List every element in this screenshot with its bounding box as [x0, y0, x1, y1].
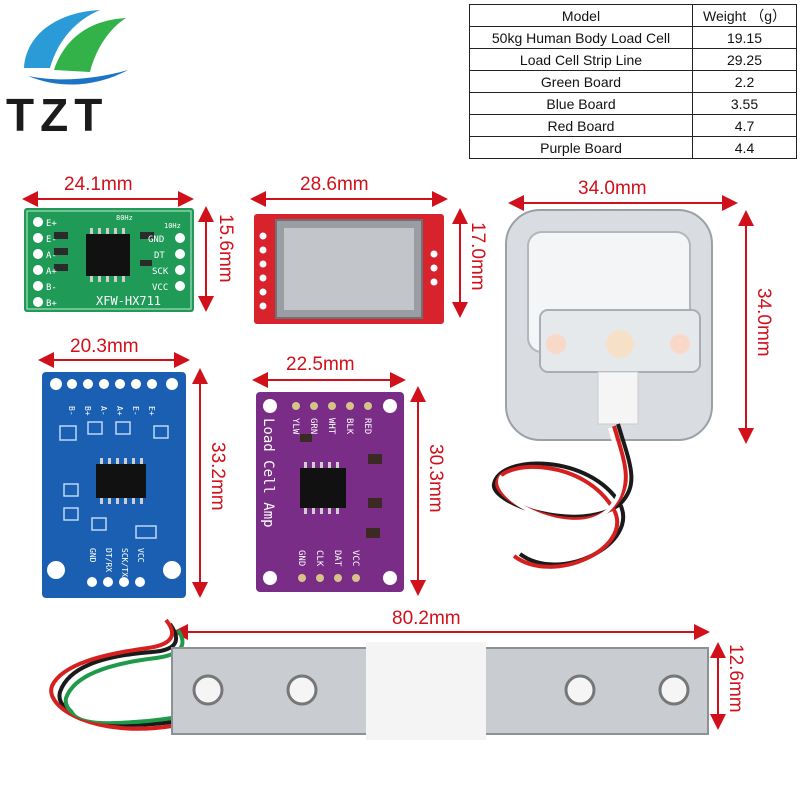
pin-label: SCK	[152, 267, 169, 277]
purple-height-label: 30.3mm	[425, 444, 446, 513]
purple-amp-board: YLW GRN WHT BLK RED GND CLK DAT VCC	[256, 392, 404, 592]
cell-weight: 4.4	[692, 136, 797, 159]
pin-label: GND	[88, 548, 97, 563]
pin-label: DAT	[332, 550, 342, 567]
pin-label: SCK/TX	[120, 548, 129, 577]
cell-weight: 29.25	[692, 48, 797, 71]
pin-label: B-	[67, 406, 76, 416]
pin-label: VCC	[152, 283, 168, 293]
blue-hx711-board: B- B+ A- A+ E- E+ GND DT/RX SCK/TX VCC	[42, 372, 186, 598]
pin-label: DT	[154, 251, 165, 261]
cell-weight: 2.2	[692, 70, 797, 93]
green-height-label: 15.6mm	[215, 214, 236, 283]
pin-label: VCC	[350, 550, 360, 566]
pin-label: DT/RX	[104, 548, 113, 572]
pin-label: B+	[46, 299, 57, 309]
pin-label: CLK	[314, 550, 324, 567]
green-hx711-board: E+ E- A- A+ B- B+ GND DT SCK VCC 80Hz 10Hz	[24, 208, 194, 312]
pin-label: A-	[46, 251, 57, 261]
red-board	[254, 214, 444, 324]
cell-height-label: 34.0mm	[753, 288, 774, 357]
blue-height-label: 33.2mm	[207, 442, 228, 511]
pin-label: A+	[115, 406, 124, 416]
strip-width-label: 80.2mm	[392, 608, 461, 629]
purple-width-label: 22.5mm	[286, 354, 355, 375]
strip-height-label: 12.6mm	[725, 644, 746, 713]
cell-model: Green Board	[469, 70, 693, 93]
pin-label: B+	[83, 406, 92, 416]
pin-label: E+	[46, 219, 57, 229]
pin-label: B-	[46, 283, 57, 293]
load-cell-strip-bar	[49, 618, 709, 740]
header-weight: Weight （g）	[692, 4, 797, 27]
pin-label: E+	[147, 406, 156, 416]
pin-label: VCC	[136, 548, 145, 563]
cell-weight: 19.15	[692, 26, 797, 49]
pin-label: A+	[46, 267, 57, 277]
cell-width-label: 34.0mm	[578, 178, 647, 199]
green-chip-label: XFW-HX711	[96, 294, 162, 308]
cell-weight: 4.7	[692, 114, 797, 137]
human-body-load-cell	[492, 209, 713, 569]
table-header-row: Model Weight （g）	[469, 4, 797, 27]
purple-side-text: Load Cell Amp	[260, 418, 276, 528]
pin-label: GRN	[308, 418, 318, 434]
cell-model: Purple Board	[469, 136, 693, 159]
green-width-label: 24.1mm	[64, 174, 133, 195]
pin-label: WHT	[326, 418, 336, 435]
cell-model: Red Board	[469, 114, 693, 137]
pin-label: A-	[99, 406, 108, 416]
pin-label: YLW	[290, 418, 300, 435]
red-width-label: 28.6mm	[300, 174, 369, 195]
pin-label: E-	[131, 406, 140, 416]
cell-model: 50kg Human Body Load Cell	[469, 26, 693, 49]
logo-text: TZT	[6, 89, 109, 141]
weight-table: Model Weight （g） 50kg Human Body Load Ce…	[469, 4, 797, 159]
pin-label: GND	[148, 235, 164, 245]
pin-label: E-	[46, 235, 57, 245]
pin-label: 80Hz	[116, 214, 133, 222]
pin-label: RED	[362, 418, 372, 434]
pin-label: GND	[296, 550, 306, 566]
tzt-logo-mark	[24, 10, 128, 85]
pin-label: 10Hz	[164, 222, 181, 230]
pin-label: BLK	[344, 418, 354, 435]
blue-width-label: 20.3mm	[70, 336, 139, 357]
